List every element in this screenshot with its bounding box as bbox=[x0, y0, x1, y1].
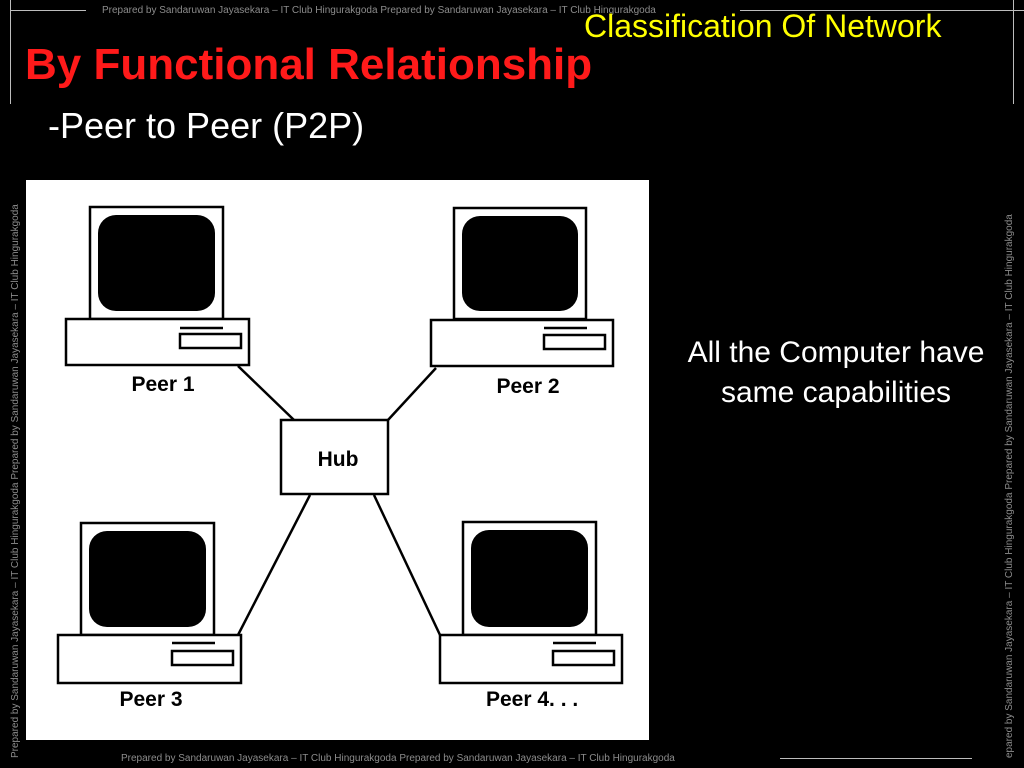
rule-right-vertical bbox=[1013, 0, 1014, 104]
slide-title: By Functional Relationship bbox=[25, 40, 593, 89]
link-peer-3 bbox=[236, 494, 312, 636]
rule-top-right bbox=[740, 10, 1024, 11]
p2p-network-diagram: Peer 1 Peer 2 Hub Peer 3 bbox=[26, 180, 649, 740]
peer-1-computer-icon bbox=[64, 205, 251, 367]
capabilities-note: All the Computer have same capabilities bbox=[660, 333, 1012, 413]
hub-label: Hub bbox=[318, 448, 359, 471]
note-line-2: same capabilities bbox=[720, 376, 952, 409]
slide-subtitle: -Peer to Peer (P2P) bbox=[48, 105, 365, 146]
section-topic: Classification Of Network bbox=[584, 8, 942, 44]
note-line-1: All the Computer have bbox=[687, 336, 985, 369]
link-peer-1 bbox=[237, 365, 295, 421]
watermark-left: Prepared by Sandaruwan Jayasekara – IT C… bbox=[10, 204, 21, 758]
link-peer-2 bbox=[387, 367, 437, 421]
watermark-right: epared by Sandaruwan Jayasekara – IT Clu… bbox=[1004, 214, 1015, 758]
link-peer-4 bbox=[372, 494, 442, 636]
peer-1-label: Peer 1 bbox=[131, 373, 194, 396]
peer-4-label: Peer 4. . . bbox=[486, 688, 578, 711]
rule-bottom-right bbox=[780, 758, 972, 759]
connection-lines bbox=[236, 365, 442, 636]
watermark-top: Prepared by Sandaruwan Jayasekara – IT C… bbox=[102, 5, 656, 16]
diagram-canvas: Peer 1 Peer 2 Hub Peer 3 bbox=[56, 205, 624, 711]
rule-top-left bbox=[10, 10, 86, 11]
peer-3-computer-icon bbox=[56, 521, 243, 685]
peer-3-label: Peer 3 bbox=[119, 688, 182, 711]
peer-2-computer-icon bbox=[429, 206, 615, 368]
hub-icon bbox=[279, 418, 390, 496]
peer-4-computer-icon bbox=[438, 520, 624, 685]
rule-left-vertical bbox=[10, 0, 11, 104]
peer-2-label: Peer 2 bbox=[496, 375, 559, 398]
watermark-bottom: Prepared by Sandaruwan Jayasekara – IT C… bbox=[121, 753, 675, 764]
